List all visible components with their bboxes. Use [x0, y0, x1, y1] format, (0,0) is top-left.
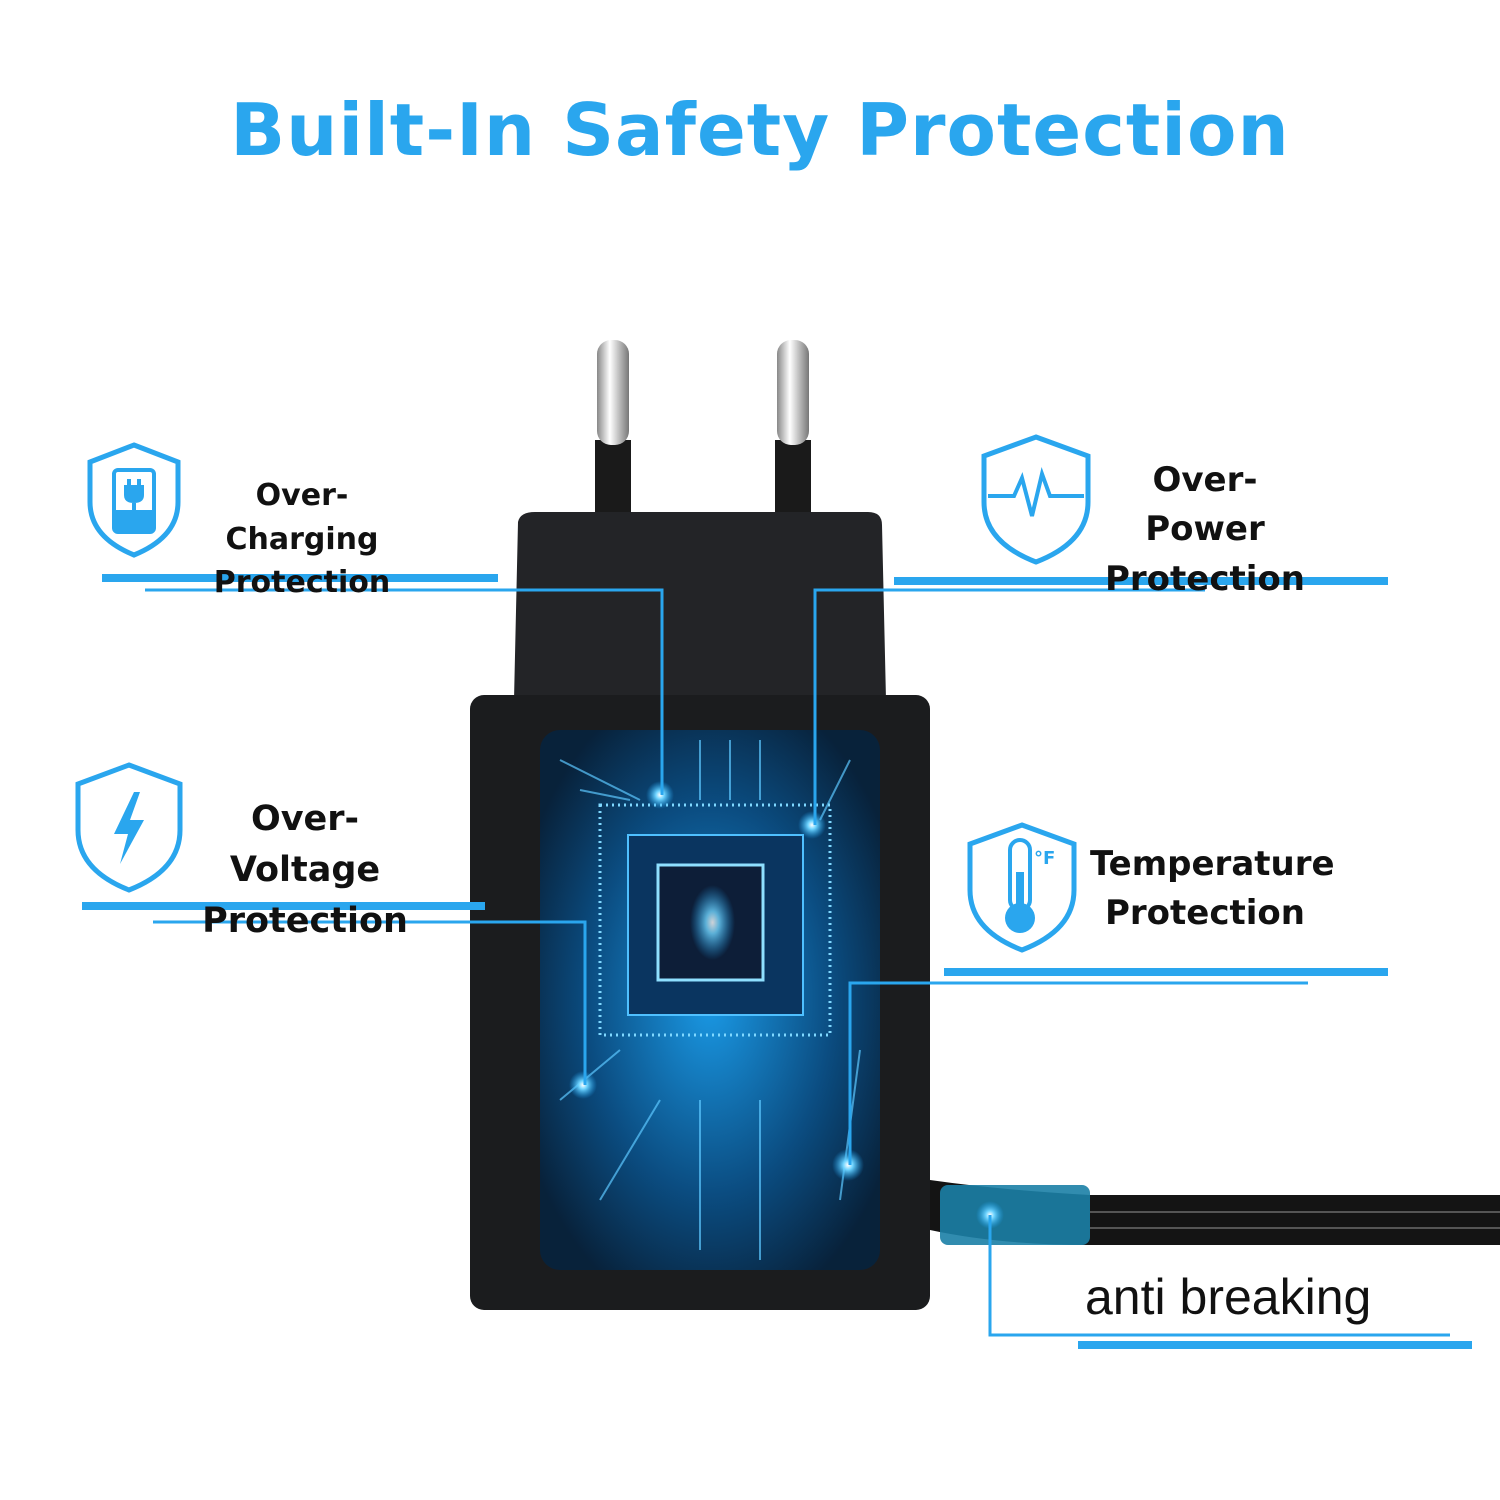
- lightning-shield-icon: [75, 762, 183, 893]
- cable-label: anti breaking: [1085, 1269, 1372, 1325]
- feature-subtitle: Protection: [1105, 558, 1305, 599]
- svg-text:°F: °F: [1034, 848, 1055, 869]
- feature-subtitle: Protection: [1105, 893, 1305, 934]
- page-title: Built-In Safety Protection: [230, 88, 1290, 172]
- feature-subtitle: Protection: [202, 900, 408, 941]
- battery-plug-shield-icon: [87, 442, 181, 558]
- feature-subtitle: Protection: [213, 565, 391, 600]
- plug-pins: [595, 340, 811, 520]
- thermometer-shield-icon: °F: [967, 822, 1077, 953]
- cable: [930, 1180, 1500, 1245]
- feature-title: Over-Power: [1145, 460, 1265, 550]
- callout-lines: [82, 574, 1472, 1349]
- feature-title: Over-Charging: [225, 478, 379, 557]
- feature-title: Over-Voltage: [229, 799, 381, 890]
- feature-title: Temperature: [1090, 844, 1335, 884]
- heartbeat-shield-icon: [981, 434, 1091, 565]
- charger-head: [514, 512, 886, 700]
